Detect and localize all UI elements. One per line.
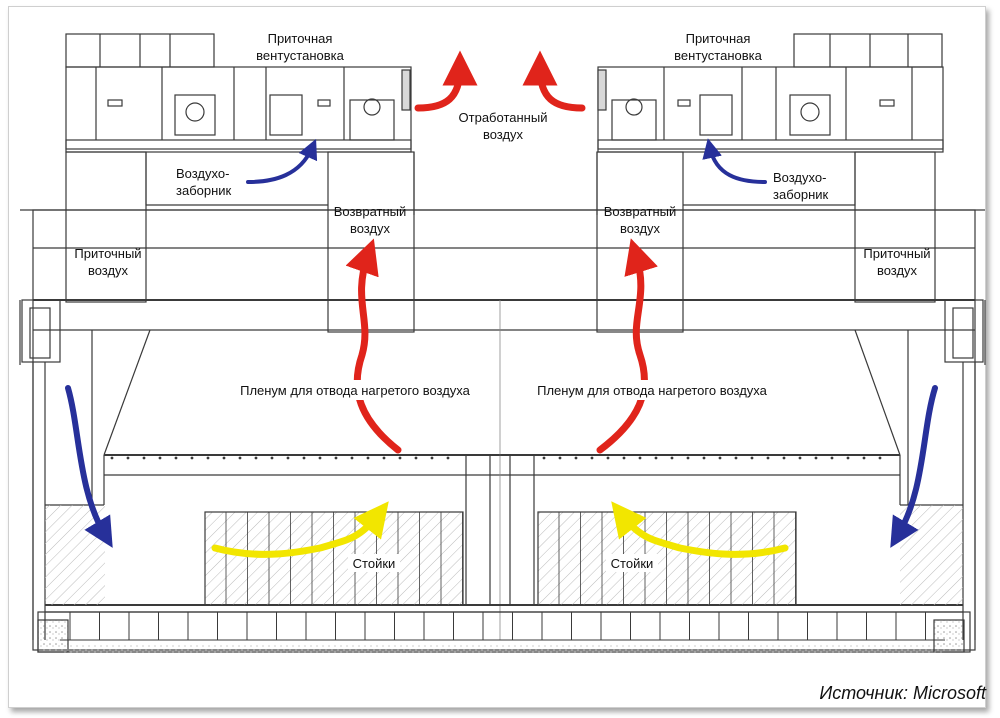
label-supply-unit-right-2: вентустановка [674,48,762,63]
label-plenum-right: Пленум для отвода нагретого воздуха [537,383,768,398]
rack-arrow-right [611,501,789,558]
label-exhaust-air-1: Отработанный [459,110,548,125]
label-intake-left-1: Воздухо- [176,166,229,181]
rack-row-left [204,511,464,606]
label-supply-air-right-2: воздух [877,263,918,278]
intake-ducts [145,152,856,215]
supply-arrow-left [65,385,113,548]
label-racks-left: Стойки [353,556,396,571]
exhaust-arrow-left [414,50,478,112]
supply-arrow-right [890,385,938,548]
rack-arrow-left [211,501,389,558]
label-return-air-left-1: Возвратный [334,204,407,219]
server-racks [45,505,963,606]
right-supply-shaft [854,151,936,303]
right-air-handling-unit [597,33,944,153]
label-supply-unit-left-2: вентустановка [256,48,344,63]
rack-air-arrows [211,501,789,558]
label-return-air-right-1: Возвратный [604,204,677,219]
label-return-air-right-2: воздух [620,221,661,236]
left-supply-shaft [65,151,147,303]
cold-air-arrows [65,138,938,548]
label-supply-air-right-1: Приточный [863,246,930,261]
label-plenum-left: Пленум для отвода нагретого воздуха [240,383,471,398]
intake-arrow-left [246,138,318,184]
label-supply-unit-left-1: Приточная [268,31,333,46]
label-racks-right: Стойки [611,556,654,571]
label-intake-right-2: заборник [773,187,829,202]
label-supply-air-left-2: воздух [88,263,129,278]
hot-air-arrow-right [596,238,658,454]
hot-air-arrow-left [345,238,402,454]
hot-air-arrows [345,50,658,454]
plenum-diffusers [110,456,882,460]
label-return-air-left-2: воздух [350,221,391,236]
label-intake-left-2: заборник [176,183,232,198]
left-return-shaft [327,151,415,333]
label-intake-right-1: Воздухо- [773,170,826,185]
building-shell [32,209,976,651]
left-air-handling-unit [65,33,412,153]
raised-floor-grid [60,612,945,641]
right-column [944,299,984,363]
source-caption: Источник: Microsoft [819,683,986,703]
diagram-labels: Приточная вентустановка Приточная вентус… [74,31,931,572]
intake-arrow-right [702,138,767,184]
building-structure [19,151,986,655]
rack-row-right [537,511,797,606]
label-supply-unit-right-1: Приточная [686,31,751,46]
label-supply-air-left-1: Приточный [74,246,141,261]
exhaust-arrow-right [522,50,586,112]
left-column [21,299,61,363]
figure-frame [8,6,986,708]
label-exhaust-air-2: воздух [483,127,524,142]
